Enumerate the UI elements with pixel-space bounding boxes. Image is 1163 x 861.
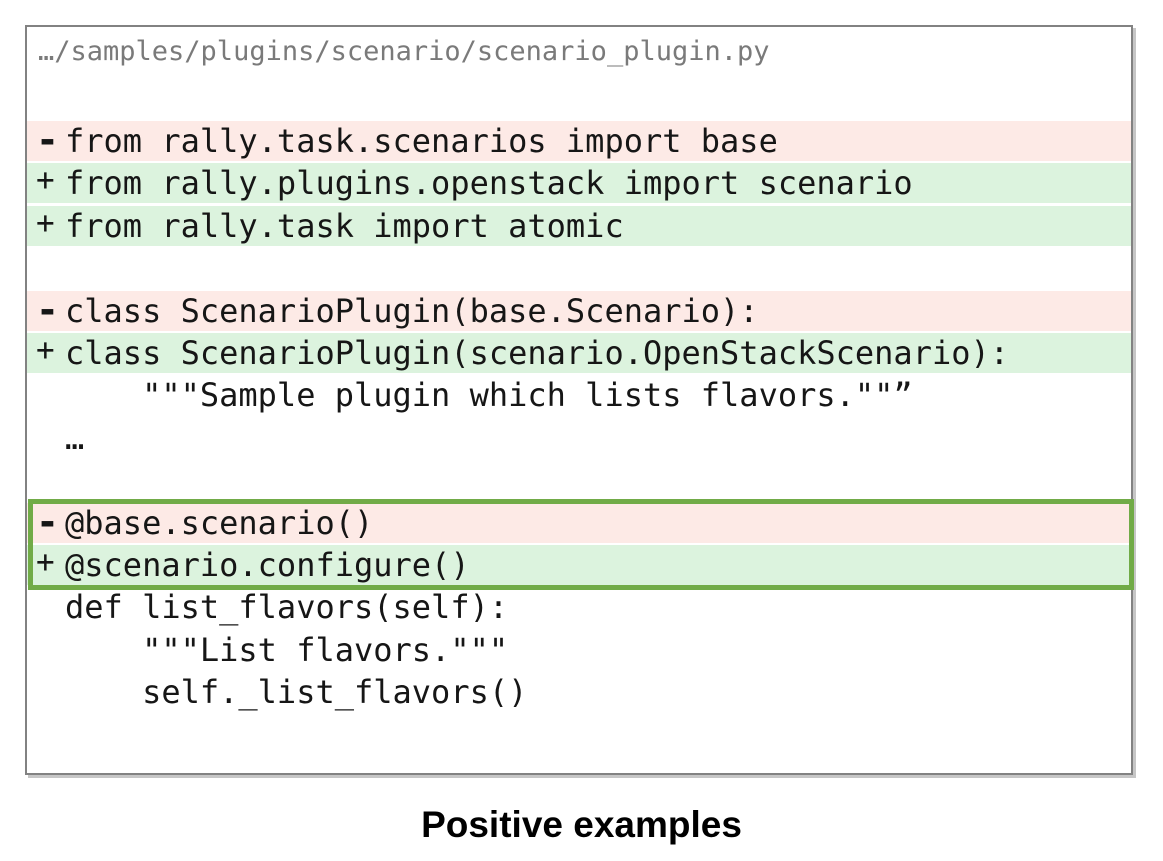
diff-line: def list_flavors(self): [27, 587, 1131, 627]
file-path: …/samples/plugins/scenario/scenario_plug… [38, 36, 770, 67]
code-text: self._list_flavors() [65, 673, 528, 712]
diff-line [27, 248, 1131, 288]
code-text: from rally.task import atomic [65, 206, 624, 245]
diff-lines: -from rally.task.scenarios import base+f… [27, 121, 1131, 714]
diff-line: + class ScenarioPlugin(scenario.OpenStack… [27, 331, 1131, 373]
code-text: @scenario.configure() [65, 545, 470, 584]
diff-line: """List flavors.""" [27, 630, 1131, 670]
diff-line: + @scenario.configure() [27, 543, 1131, 585]
code-text: """List flavors.""" [65, 630, 509, 669]
removed-marker: - [36, 118, 59, 162]
diff-line: """Sample plugin which lists flavors.""” [27, 375, 1131, 415]
added-marker: + [36, 543, 55, 580]
diff-line: + from rally.plugins.openstack import sce… [27, 162, 1131, 204]
removed-marker: - [36, 499, 59, 544]
added-marker: + [36, 204, 55, 241]
code-text: … [65, 418, 85, 457]
diff-line [27, 460, 1131, 500]
code-text: from rally.plugins.openstack import scen… [65, 164, 913, 203]
code-text: """Sample plugin which lists flavors.""” [65, 376, 913, 415]
figure-caption: Positive examples [421, 804, 742, 845]
diff-line: … [27, 418, 1131, 458]
code-text: class ScenarioPlugin(base.Scenario): [65, 291, 759, 330]
code-text: @base.scenario() [65, 503, 374, 542]
removed-marker: - [36, 287, 59, 332]
added-marker: + [36, 162, 55, 199]
code-text: from rally.task.scenarios import base [65, 122, 778, 160]
code-text: class ScenarioPlugin(scenario.OpenStackS… [65, 333, 1010, 372]
diff-line: + from rally.task import atomic [27, 204, 1131, 246]
diff-line: self._list_flavors() [27, 672, 1131, 712]
diff-line: -class ScenarioPlugin(base.Scenario): [27, 287, 1131, 332]
added-marker: + [36, 331, 55, 368]
diff-line: -from rally.task.scenarios import base [27, 121, 1131, 161]
code-text: def list_flavors(self): [65, 588, 509, 627]
code-diff-panel: …/samples/plugins/scenario/scenario_plug… [25, 25, 1134, 775]
diff-line: -@base.scenario() [27, 499, 1131, 544]
